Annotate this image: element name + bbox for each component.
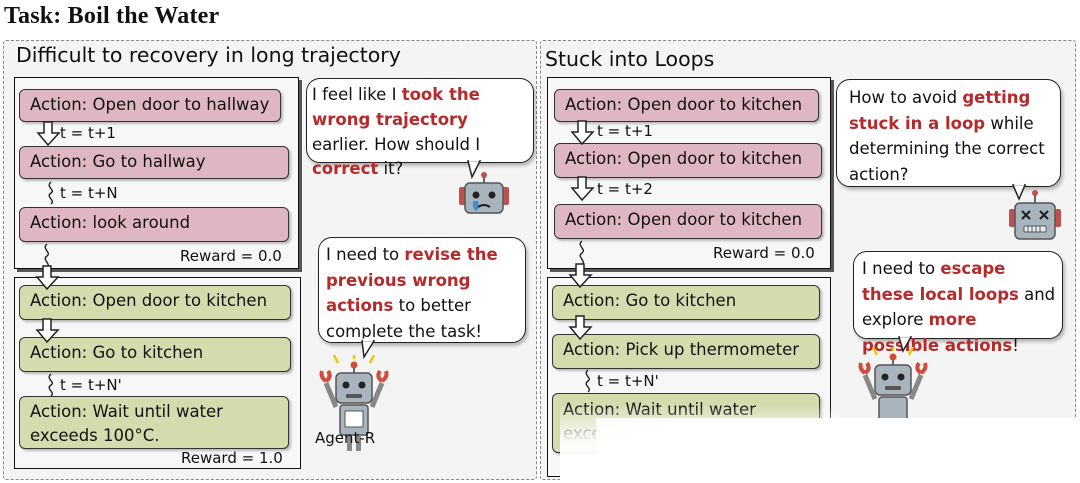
right-loop-bubble: How to avoid getting stuck in a loop whi… [836,79,1061,187]
left-bubble-bottom-text-2: to better complete the task! [326,296,482,341]
right-action-3: Action: Open door to kitchen [554,204,822,239]
right-bubble-bottom-text-2: and explore [862,284,1056,330]
left-bubble-bottom-highlight: revise the previous wrong actions [326,245,498,316]
right-down-arrow-2 [570,176,595,202]
right-action-2: Action: Open door to kitchen [554,143,822,178]
left-bubble-bottom-text-1: I need to [326,245,405,264]
right-down-arrow-1 [570,120,595,146]
left-action-4: Action: Open door to kitchen [19,285,291,320]
left-reward-1: Reward = 0.0 [180,247,282,265]
agent-r-label: Agent-R [315,429,376,447]
right-reward: Reward = 0.0 [713,244,815,262]
right-bubble-bottom-highlight-1: escape these local loops [862,259,1019,304]
right-step-3: t = t+N' [597,372,659,390]
crying-robot-icon [459,172,509,214]
bottom-right-fade-overlay [596,418,1076,483]
excited-robot-icon [858,346,928,428]
right-bubble-top-text-1: How to avoid [849,88,963,107]
right-escape-bubble: I need to escape these local loops and e… [853,251,1063,355]
right-squiggle-2 [585,369,590,393]
left-action-5: Action: Go to kitchen [19,337,291,372]
confused-robot-icon [1009,190,1061,240]
left-action-1: Action: Open door to hallway [19,89,281,122]
right-down-arrow-4 [568,315,593,341]
left-squiggle-3 [48,373,53,397]
right-step-2: t = t+2 [597,180,653,198]
right-bubble-top-highlight: getting stuck in a loop [849,88,1031,133]
left-step-2: t = t+N [60,184,118,202]
right-bubble-top-text-2: while determining the correct action? [849,113,1045,184]
left-thought-bubble: I feel like I took the wrong trajectory … [306,78,534,178]
right-bubble-bottom-text-3: ! [1012,335,1019,355]
agent-r-robot-icon [319,354,389,451]
left-action-3: Action: look around [19,207,289,242]
task-title: Task: Boil the Water [4,3,220,29]
right-escape-bubble-tail [898,334,913,353]
right-down-arrow-3 [568,263,593,289]
left-revise-bubble: I need to revise the previous wrong acti… [318,237,526,343]
right-step-1: t = t+1 [597,122,653,140]
left-panel-title: Difficult to recovery in long trajectory [16,43,401,67]
right-panel-title: Stuck into Loops [545,47,715,71]
left-action-6: Action: Wait until water exceeds 100°C. [19,396,289,449]
right-bubble-bottom-text-1: I need to [862,259,941,278]
right-action-1: Action: Open door to kitchen [554,89,819,122]
left-panel: Difficult to recovery in long trajectory… [3,40,537,480]
left-down-arrow-3 [35,318,60,344]
left-down-arrow-1 [36,121,61,147]
right-loop-bubble-tail [1011,182,1027,201]
left-step-1: t = t+1 [60,124,116,142]
left-revise-bubble-tail [361,338,376,360]
left-bubble-top-text-2: earlier. How should I [312,134,481,154]
left-bubble-top-text-3: it? [378,159,404,179]
left-squiggle-1 [48,181,53,205]
left-bubble-top-text-1: I feel like I [312,85,402,104]
left-step-3: t = t+N' [60,376,122,394]
left-down-arrow-2 [35,265,60,291]
left-squiggle-2 [44,243,49,270]
left-thought-bubble-tail [467,158,482,180]
left-action-2: Action: Go to hallway [19,146,289,179]
right-squiggle-1 [579,240,584,267]
left-bubble-top-highlight-1: took the wrong trajectory [312,85,480,129]
right-action-4: Action: Go to kitchen [552,285,820,320]
left-bubble-top-highlight-2: correct [312,159,379,179]
left-reward-2: Reward = 1.0 [181,449,283,467]
right-action-5: Action: Pick up thermometer [552,334,820,369]
